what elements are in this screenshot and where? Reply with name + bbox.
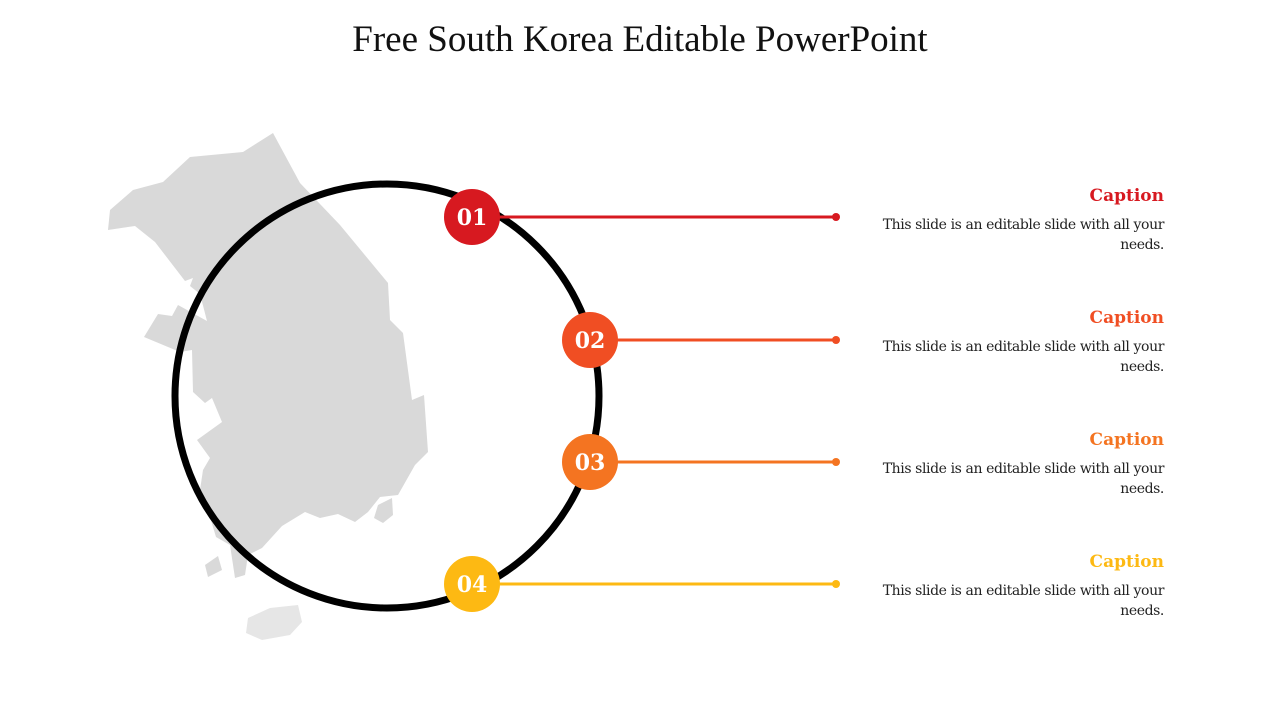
caption-text: This slide is an editable slide with all…: [882, 461, 1165, 497]
step-marker-04: 04: [444, 556, 840, 612]
step-marker-03: 03: [562, 434, 840, 490]
step-number: 02: [575, 328, 606, 354]
caption-title: Caption: [1089, 430, 1164, 450]
step-marker-02: 02: [562, 312, 840, 368]
caption-text: This slide is an editable slide with all…: [882, 217, 1165, 253]
number-circle: [444, 189, 500, 245]
connector-dot: [832, 213, 840, 221]
step-number: 01: [457, 205, 488, 231]
caption-title: Caption: [1089, 308, 1164, 328]
step-number: 04: [457, 572, 488, 598]
step-number: 03: [575, 450, 606, 476]
ring: [171, 180, 603, 612]
connector-dot: [832, 580, 840, 588]
caption-text: This slide is an editable slide with all…: [882, 583, 1165, 619]
number-circle: [444, 556, 500, 612]
connector-dot: [832, 458, 840, 466]
caption-title: Caption: [1089, 552, 1164, 572]
caption-title: Caption: [1089, 186, 1164, 206]
number-circle: [562, 434, 618, 490]
number-circle: [562, 312, 618, 368]
south-korea-map: [108, 133, 428, 640]
slide-title: Free South Korea Editable PowerPoint: [352, 19, 928, 60]
caption-text: This slide is an editable slide with all…: [882, 339, 1165, 375]
step-marker-01: 01: [444, 189, 840, 245]
connector-dot: [832, 336, 840, 344]
